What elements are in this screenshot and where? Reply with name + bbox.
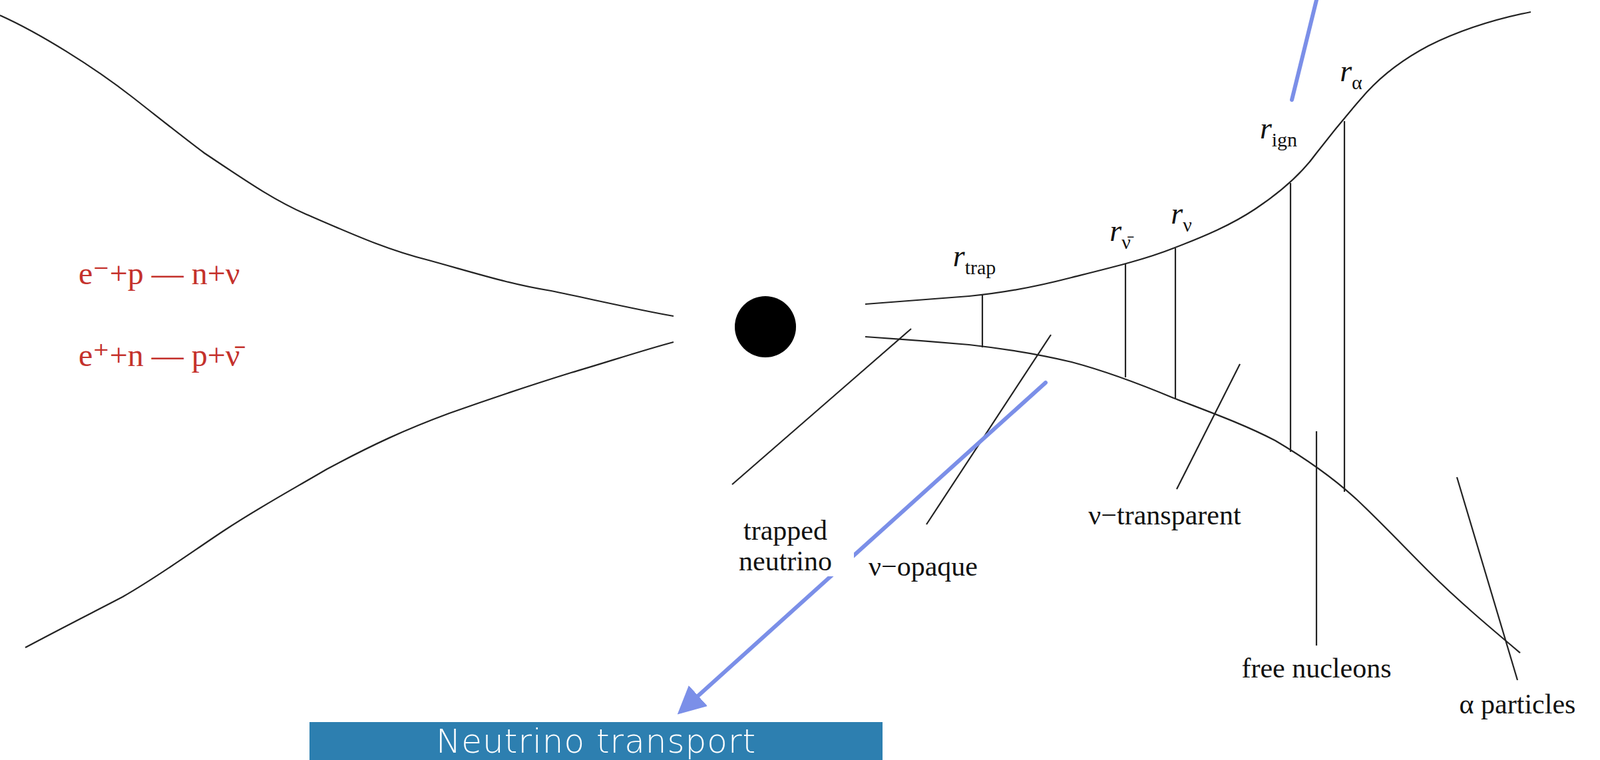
radius-marker xyxy=(981,294,984,348)
box-title: Neutrino transport xyxy=(435,724,757,759)
disk-surface xyxy=(865,11,1531,305)
region-label: free nucleons xyxy=(1239,652,1394,684)
subscript: ν̄ xyxy=(1121,230,1131,253)
symbol: r xyxy=(1259,111,1272,146)
symbol: r xyxy=(953,238,966,273)
region-label: α particles xyxy=(1457,688,1579,720)
leader-line xyxy=(926,334,1051,525)
subscript: ign xyxy=(1271,128,1298,151)
reaction-equation: e⁻+p — n+ν xyxy=(76,256,242,292)
region-label: ν−opaque xyxy=(866,551,980,582)
subscript: ν xyxy=(1182,213,1193,236)
black-hole xyxy=(734,296,797,358)
symbol: r xyxy=(1339,53,1352,88)
symbol: r xyxy=(1170,196,1183,231)
symbol: r xyxy=(1109,213,1122,248)
leader-line xyxy=(1456,477,1518,681)
radius-label: rα xyxy=(1337,54,1365,89)
radius-label: rν xyxy=(1168,197,1194,231)
process-box: Neutrino transport xyxy=(309,722,883,760)
radius-marker xyxy=(1174,248,1177,399)
radius-label: rν̄ xyxy=(1107,214,1133,249)
reaction-equation: e⁺+n — p+ν̄ xyxy=(76,338,242,374)
radius-label: rtrap xyxy=(951,239,999,274)
region-label: ν−transparent xyxy=(1086,499,1243,531)
radius-marker xyxy=(1343,121,1346,492)
disk-surface xyxy=(865,336,1521,653)
pointer-stroke xyxy=(1291,0,1317,100)
radius-label: rign xyxy=(1257,111,1300,146)
region-label: trapped neutrino xyxy=(716,515,854,577)
pointer-arrow xyxy=(681,382,1046,711)
disk-surface xyxy=(0,15,674,317)
leader-line xyxy=(1176,364,1240,490)
disk-surface xyxy=(25,342,674,648)
radius-marker xyxy=(1289,183,1292,452)
leader-line xyxy=(1315,431,1318,646)
subscript: trap xyxy=(965,256,997,279)
subscript: α xyxy=(1351,71,1363,94)
radius-marker xyxy=(1124,264,1127,378)
